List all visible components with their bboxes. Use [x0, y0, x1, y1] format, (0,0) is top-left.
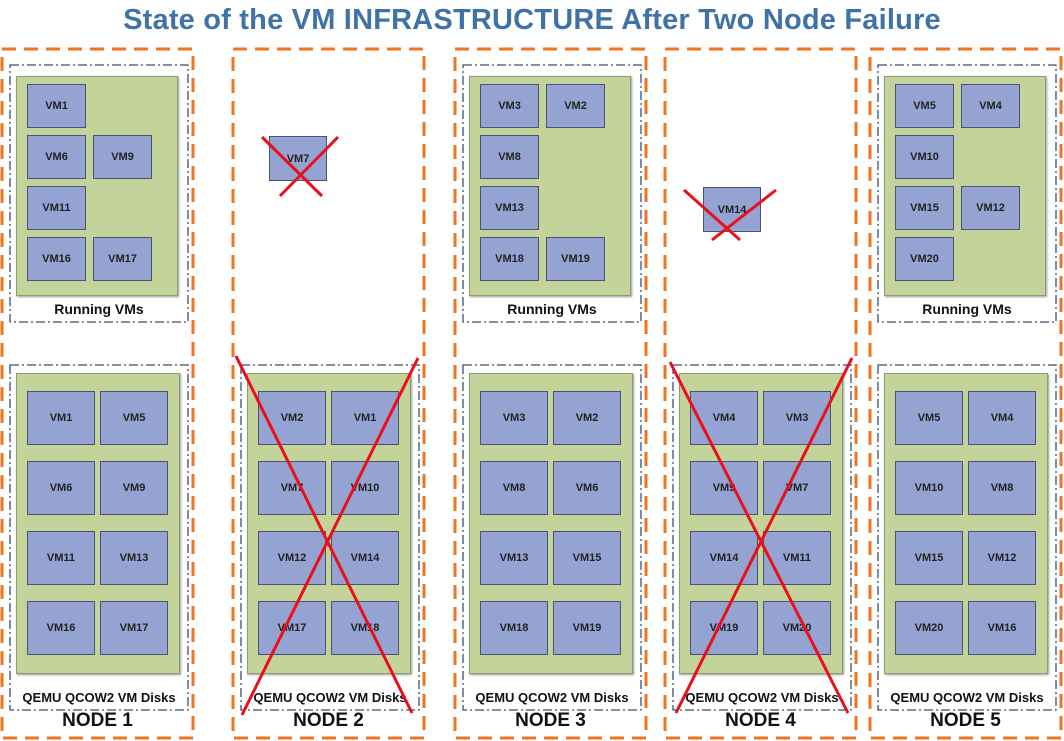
- vm-disk: VM10: [331, 461, 399, 515]
- vm-disk: VM15: [895, 531, 963, 585]
- vm-disk: VM9: [100, 461, 168, 515]
- node-border: [868, 47, 1063, 740]
- failed-node-cross: [234, 355, 414, 714]
- vm-disk: VM10: [895, 461, 963, 515]
- vm-disk: VM3: [763, 391, 831, 445]
- running-vm: VM16: [27, 237, 86, 281]
- vm-disks-box: [240, 364, 420, 711]
- running-vm: VM8: [480, 135, 539, 179]
- running-vm: VM6: [27, 135, 86, 179]
- vm-disk: VM2: [553, 391, 621, 445]
- vm-disk: VM5: [895, 391, 963, 445]
- vm-disk: VM12: [258, 531, 326, 585]
- running-vm: VM19: [546, 237, 605, 281]
- vm-disk: VM2: [258, 391, 326, 445]
- vm-disk: VM6: [27, 461, 95, 515]
- failed-node-cross: [668, 361, 850, 714]
- vm-disk: VM5: [100, 391, 168, 445]
- running-vm: VM5: [895, 84, 954, 128]
- vm-disk: VM18: [480, 601, 548, 655]
- vm-disk: VM14: [331, 531, 399, 585]
- running-vm: VM10: [895, 135, 954, 179]
- vm-disks-box: [462, 364, 642, 711]
- vm-disk: VM3: [480, 391, 548, 445]
- vm-disks-label: QEMU QCOW2 VM Disks: [22, 690, 176, 705]
- failed-vm-cross: [278, 135, 340, 198]
- running-vm: VM9: [93, 135, 152, 179]
- running-vm: VM2: [546, 84, 605, 128]
- vm-disk: VM12: [968, 531, 1036, 585]
- vm-disk: VM14: [690, 531, 758, 585]
- node-border: [231, 47, 426, 740]
- node-label: NODE 4: [725, 710, 796, 731]
- running-vms-box: [462, 64, 642, 323]
- running-vm: VM1: [27, 84, 86, 128]
- node-label: NODE 3: [515, 710, 586, 731]
- failed-vm-cross: [260, 135, 324, 198]
- vm-disk: VM11: [763, 531, 831, 585]
- vm-disks-box: [672, 364, 852, 711]
- vm-disk: VM19: [553, 601, 621, 655]
- vm-disk: VM6: [553, 461, 621, 515]
- vm-disk: VM1: [27, 391, 95, 445]
- vm-disk: VM16: [27, 601, 95, 655]
- running-vms-label: Running VMs: [507, 301, 597, 317]
- vm-disk: VM15: [553, 531, 621, 585]
- failed-node-cross: [674, 357, 854, 714]
- failed-vm-cross: [683, 188, 741, 242]
- running-vm: VM15: [895, 186, 954, 230]
- running-vm: VM18: [480, 237, 539, 281]
- node-label: NODE 5: [930, 710, 1001, 731]
- vm-disks-box: [9, 364, 189, 711]
- diagram-title: State of the VM INFRASTRUCTURE After Two…: [123, 4, 941, 36]
- vm-disks-label: QEMU QCOW2 VM Disks: [685, 690, 839, 705]
- running-vms-label: Running VMs: [54, 301, 144, 317]
- running-vm: VM3: [480, 84, 539, 128]
- vm-disk: VM4: [968, 391, 1036, 445]
- vm-disk: VM8: [968, 461, 1036, 515]
- vm-disk: VM13: [100, 531, 168, 585]
- vm-disk: VM20: [895, 601, 963, 655]
- running-vm: VM13: [480, 186, 539, 230]
- running-vm: VM17: [93, 237, 152, 281]
- running-vm: VM11: [27, 186, 86, 230]
- vm-disk: VM13: [480, 531, 548, 585]
- running-vms-box: [877, 64, 1057, 323]
- vm-disks-label: QEMU QCOW2 VM Disks: [253, 690, 407, 705]
- vm-disks-label: QEMU QCOW2 VM Disks: [890, 690, 1044, 705]
- running-vm: VM4: [961, 84, 1020, 128]
- vm-disk: VM8: [480, 461, 548, 515]
- vm-disks-box: [877, 364, 1057, 711]
- vm-disk: VM11: [27, 531, 95, 585]
- vm-disk: VM17: [100, 601, 168, 655]
- node-border: [453, 47, 648, 740]
- running-vm: VM12: [961, 186, 1020, 230]
- running-vms-label: Running VMs: [922, 301, 1012, 317]
- node-border: [0, 47, 195, 740]
- running-vms-box: [9, 64, 189, 323]
- running-vm: VM20: [895, 237, 954, 281]
- vm-disk: VM19: [690, 601, 758, 655]
- node-label: NODE 2: [293, 710, 364, 731]
- node-label: NODE 1: [62, 710, 133, 731]
- node-border: [663, 47, 858, 740]
- failed-vm-cross: [711, 188, 777, 242]
- vm-disk: VM9: [690, 461, 758, 515]
- vm-disk: VM4: [690, 391, 758, 445]
- vm-disks-label: QEMU QCOW2 VM Disks: [475, 690, 629, 705]
- vm-disk: VM18: [331, 601, 399, 655]
- vm-disk: VM16: [968, 601, 1036, 655]
- failed-node-cross: [240, 357, 420, 716]
